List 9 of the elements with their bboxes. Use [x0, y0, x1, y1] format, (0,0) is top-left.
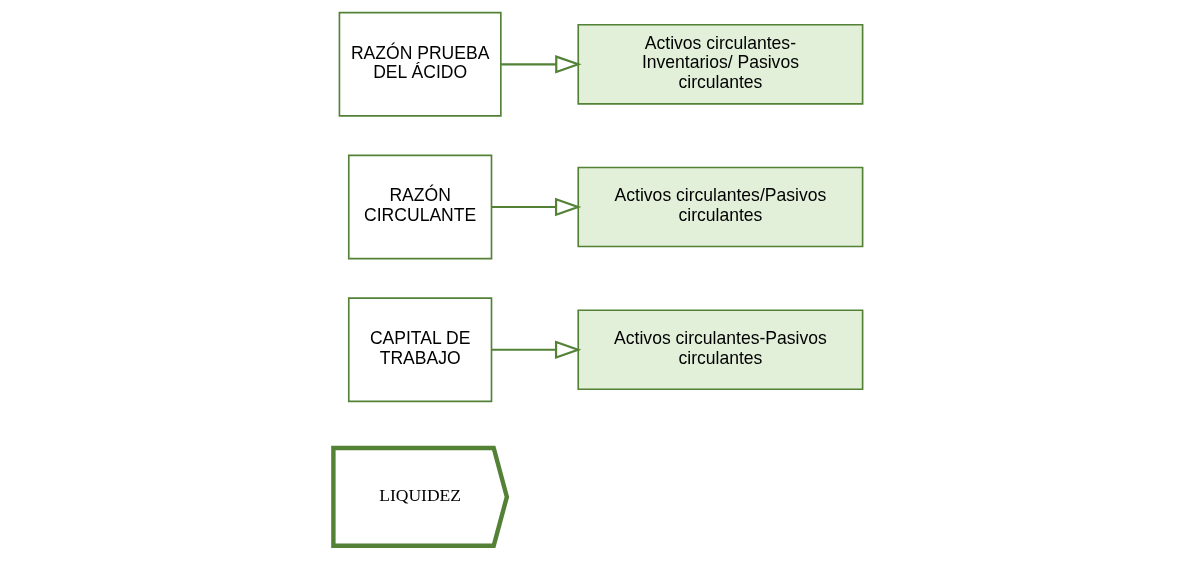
arrow: [491, 197, 582, 217]
node-box: Activos circulantes-Inventarios/ Pasivos circulantes: [577, 23, 864, 105]
node-box: CAPITAL DE TRABAJO: [347, 297, 493, 403]
node-box: RAZÓN PRUEBA DEL ÁCIDO: [338, 11, 502, 117]
arrow: [501, 55, 582, 74]
node-box: Activos circulantes/Pasivos circulantes: [577, 166, 864, 248]
node-box: Activos circulantes-Pasivos circulantes: [577, 309, 864, 391]
node-box: RAZÓN CIRCULANTE: [347, 154, 493, 260]
arrow: [491, 340, 582, 359]
